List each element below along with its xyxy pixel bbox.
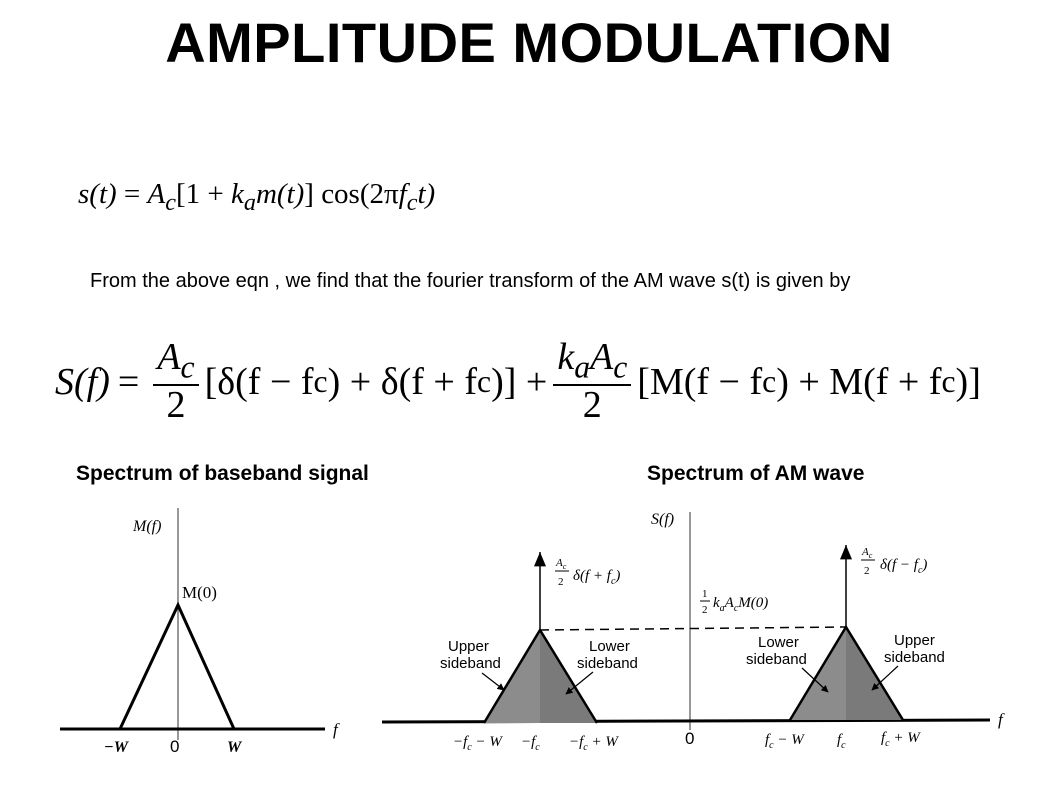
lower-sideband-right-line2: sideband bbox=[746, 651, 807, 668]
eq2-fraction-2: kaAc 2 bbox=[553, 336, 632, 426]
eq2-frac2-num2: A bbox=[590, 336, 614, 378]
upper-sideband-left-line2: sideband bbox=[440, 655, 501, 672]
am-time-equation: s(t) = Ac[1 + kam(t)] cos(2πfct) bbox=[78, 178, 435, 217]
eq1-bracket-close: ] cos(2π bbox=[304, 178, 399, 210]
peak-level-dashed-line bbox=[539, 626, 847, 631]
eq2-equals: = bbox=[117, 360, 140, 403]
baseband-axis-label: M(f) bbox=[132, 518, 161, 535]
lower-sideband-left-line1: Lower bbox=[589, 638, 630, 655]
eq2-frac2-num2-sub: c bbox=[613, 349, 628, 385]
am-spectrum: S(f) f Ac 2 δ(f + fc) Ac 2 δ(f − fc) 1 2… bbox=[381, 511, 1005, 753]
upper-sideband-right-pointer bbox=[871, 665, 899, 691]
eq2-term1c: )] + bbox=[491, 360, 548, 403]
impulse-left-label: δ(f + fc) bbox=[573, 568, 620, 587]
tick-neg-fc: −fc bbox=[521, 734, 540, 753]
eq2-term2b: ) + M(f + f bbox=[776, 360, 942, 403]
eq2-frac1-den: 2 bbox=[166, 383, 186, 426]
eq2-lhs: S(f) bbox=[55, 360, 110, 403]
eq2-frac1-num: A bbox=[157, 336, 181, 378]
level-label: kaAcM(0) bbox=[713, 595, 768, 614]
eq2-term2b-sub: c bbox=[941, 363, 956, 399]
eq2-term1b-sub: c bbox=[477, 363, 492, 399]
am-frequency-axis bbox=[381, 718, 991, 724]
am-tick-zero: 0 bbox=[685, 729, 694, 748]
lower-sideband-right-pointer bbox=[801, 667, 829, 693]
eq1-k: k bbox=[231, 178, 244, 210]
impulse-left-coef-den: 2 bbox=[558, 576, 564, 588]
eq1-lhs: s(t) bbox=[78, 178, 117, 210]
slide-title: AMPLITUDE MODULATION bbox=[165, 11, 893, 74]
eq2-term1: [δ(f − f bbox=[204, 360, 314, 403]
lower-sideband-left-line2: sideband bbox=[577, 655, 638, 672]
eq1-k-sub: a bbox=[243, 188, 256, 216]
impulse-right-coef-num: Ac bbox=[861, 546, 873, 560]
tick-neg-fc-plus-w: −fc + W bbox=[569, 734, 619, 753]
eq1-m: m(t) bbox=[255, 178, 305, 210]
tick-fc-minus-w: fc − W bbox=[765, 732, 805, 751]
explanation-paragraph: From the above eqn , we find that the fo… bbox=[90, 270, 851, 292]
eq1-equals: = bbox=[123, 178, 141, 210]
eq1-ac-sub: c bbox=[165, 188, 176, 216]
baseband-triangle bbox=[118, 601, 236, 730]
eq2-frac2-den: 2 bbox=[582, 383, 602, 426]
baseband-tick-neg-w: −W bbox=[104, 739, 130, 756]
upper-sideband-left-pointer bbox=[481, 672, 505, 691]
eq1-f-sub: c bbox=[406, 188, 418, 216]
eq1-bracket-open: [1 + bbox=[175, 178, 224, 210]
eq1-ac: A bbox=[147, 178, 166, 210]
eq2-term2: [M(f − f bbox=[637, 360, 763, 403]
baseband-tick-zero: 0 bbox=[170, 737, 179, 756]
eq2-fraction-1: Ac 2 bbox=[153, 336, 199, 426]
impulse-right-label: δ(f − fc) bbox=[880, 557, 927, 576]
eq2-frac2-num-sub: a bbox=[574, 349, 591, 385]
level-half-num: 1 bbox=[702, 588, 708, 600]
eq2-term1b: ) + δ(f + f bbox=[327, 360, 477, 403]
eq2-term1-sub: c bbox=[313, 363, 328, 399]
baseband-freq-label: f bbox=[333, 720, 340, 739]
baseband-heading: Spectrum of baseband signal bbox=[76, 462, 369, 485]
am-axis-label: S(f) bbox=[651, 511, 674, 528]
impulse-left-coef-num: Ac bbox=[555, 557, 567, 571]
lower-sideband-left-pointer bbox=[565, 671, 594, 695]
eq2-term2c: )] bbox=[955, 360, 981, 403]
tick-fc-plus-w: fc + W bbox=[881, 730, 921, 749]
eq2-frac2-num: k bbox=[557, 336, 575, 378]
level-half-den: 2 bbox=[702, 604, 708, 616]
baseband-peak-label: M(0) bbox=[182, 583, 217, 602]
tick-fc: fc bbox=[837, 732, 846, 751]
am-heading: Spectrum of AM wave bbox=[647, 462, 865, 485]
eq1-f: f bbox=[398, 178, 407, 210]
eq2-frac1-num-sub: c bbox=[180, 349, 195, 385]
tick-neg-fc-minus-w: −fc − W bbox=[453, 734, 503, 753]
impulse-right-coef-den: 2 bbox=[864, 565, 870, 577]
upper-sideband-right-line1: Upper bbox=[894, 632, 935, 649]
upper-sideband-right-line2: sideband bbox=[884, 649, 945, 666]
eq1-tail: t) bbox=[417, 178, 436, 210]
baseband-spectrum: M(f) M(0) f −W 0 W bbox=[60, 508, 340, 756]
am-freq-label: f bbox=[998, 710, 1005, 729]
lower-sideband-right-line1: Lower bbox=[758, 634, 799, 651]
baseband-tick-w: W bbox=[227, 739, 243, 756]
upper-sideband-left-line1: Upper bbox=[448, 638, 489, 655]
eq2-term2-sub: c bbox=[762, 363, 777, 399]
